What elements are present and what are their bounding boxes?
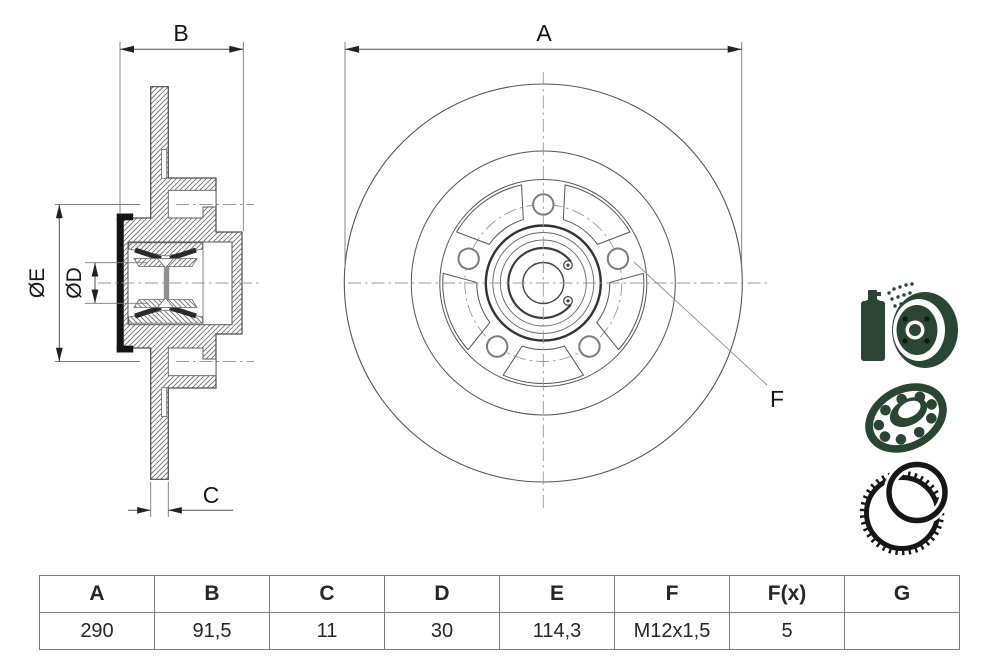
table-value-cell (844, 612, 960, 650)
table-header-cell: A (39, 575, 155, 613)
dimension-a: A (344, 20, 743, 268)
table-value-cell: 290 (39, 612, 155, 650)
front-view: A F (343, 20, 784, 512)
table-header-row: A B C D E F F(x) G (39, 575, 960, 613)
dimension-label-c: C (203, 482, 220, 508)
table-header-cell: D (384, 575, 500, 613)
table-value-cell: 91,5 (154, 612, 270, 650)
bearing-icon (865, 383, 947, 453)
hub-cap-section (116, 213, 134, 353)
dimension-label-b: B (173, 20, 188, 46)
bearing-section-top (128, 242, 203, 269)
feature-icons (859, 282, 958, 556)
dimension-label-e: ØE (26, 268, 49, 298)
section-view: B C ØE ØD (26, 20, 262, 517)
brake-disc-technical-drawing: B C ØE ØD (26, 20, 958, 556)
dimension-label-d: ØD (63, 267, 86, 299)
table-value-cell: M12x1,5 (614, 612, 730, 650)
dimension-label-a: A (536, 20, 552, 46)
dimension-d: ØD (63, 262, 147, 304)
table-value-cell: 11 (269, 612, 385, 650)
dimension-c: C (128, 482, 233, 517)
dimension-e: ØE (26, 204, 140, 362)
table-header-cell: G (844, 575, 960, 613)
dimension-b: B (119, 20, 244, 231)
table-header-cell: B (154, 575, 270, 613)
dimension-label-f: F (770, 386, 784, 412)
coated-disc-spray-icon (861, 282, 958, 368)
dimension-f: F (633, 261, 784, 412)
bearing-section-bottom (128, 297, 203, 324)
table-header-cell: E (499, 575, 615, 613)
table-header-cell: F(x) (729, 575, 845, 613)
table-value-row: 290 91,5 11 30 114,3 M12x1,5 5 (39, 612, 960, 650)
table-header-cell: C (269, 575, 385, 613)
abs-ring-icon (859, 459, 951, 556)
table-value-cell: 5 (729, 612, 845, 650)
table-header-cell: F (614, 575, 730, 613)
table-value-cell: 30 (384, 612, 500, 650)
table-value-cell: 114,3 (499, 612, 615, 650)
dimension-table: A B C D E F F(x) G 290 91,5 11 30 114,3 … (39, 575, 960, 650)
